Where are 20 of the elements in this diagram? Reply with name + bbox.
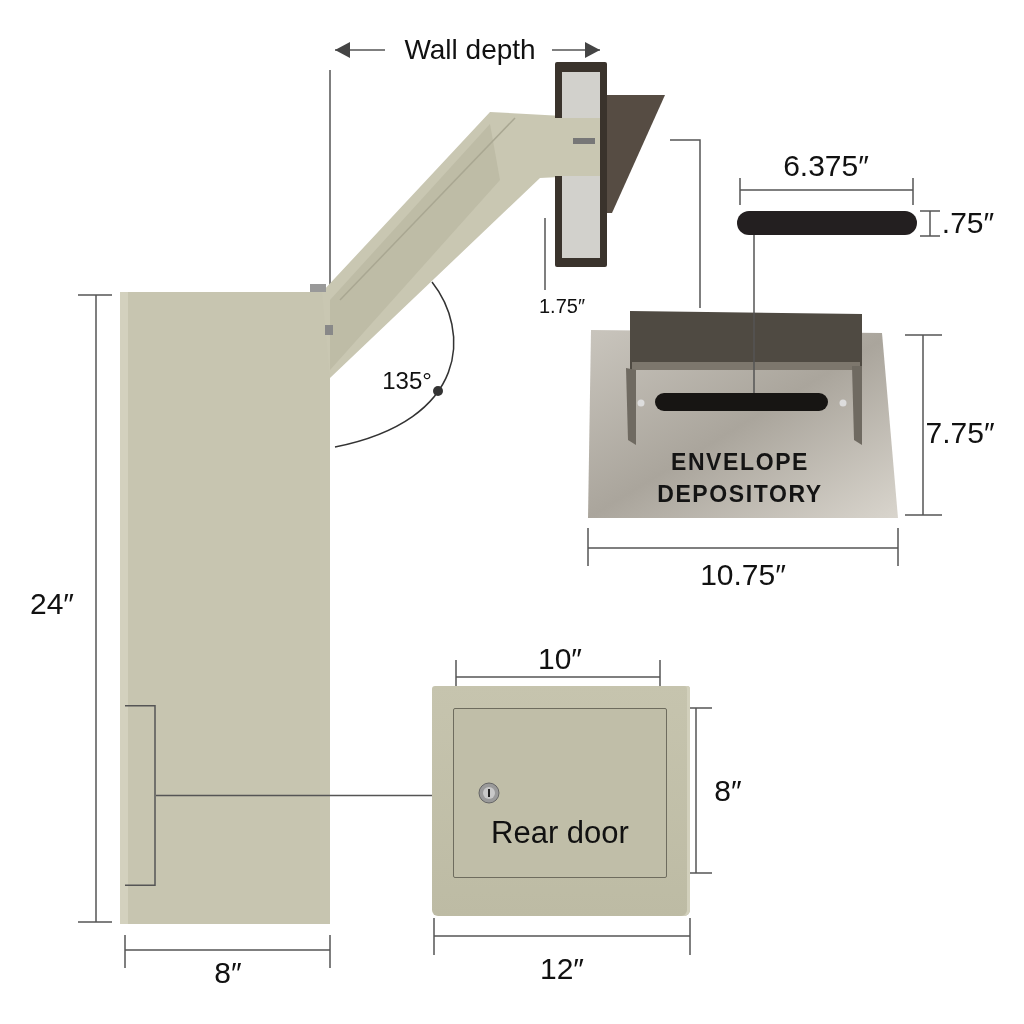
slot-profile-bar xyxy=(737,211,917,235)
dimension-label: 8″ xyxy=(714,776,742,806)
dimension-label: 24″ xyxy=(30,589,74,619)
dimension-label: 8″ xyxy=(214,958,242,988)
dimension-label: Wall depth xyxy=(404,36,536,64)
dimension-label: 10.75″ xyxy=(700,560,786,590)
slot-opening xyxy=(655,393,828,411)
cabinet-front xyxy=(432,686,690,916)
dimension-label: 10″ xyxy=(538,644,582,674)
dimension-label: 6.375″ xyxy=(783,151,869,181)
leader-line xyxy=(753,234,755,394)
dimension-label: 135° xyxy=(382,369,432,393)
door-label: Rear door xyxy=(490,815,630,851)
dimension-label: 12″ xyxy=(540,954,584,984)
dimension-label: 1.75″ xyxy=(539,296,585,316)
leader-line xyxy=(155,794,433,797)
leader-line xyxy=(669,139,701,309)
dimension-label: 7.75″ xyxy=(925,418,995,448)
dimension-label: .75″ xyxy=(941,208,995,238)
plate-inscription: ENVELOPE DEPOSITORY xyxy=(656,448,824,509)
